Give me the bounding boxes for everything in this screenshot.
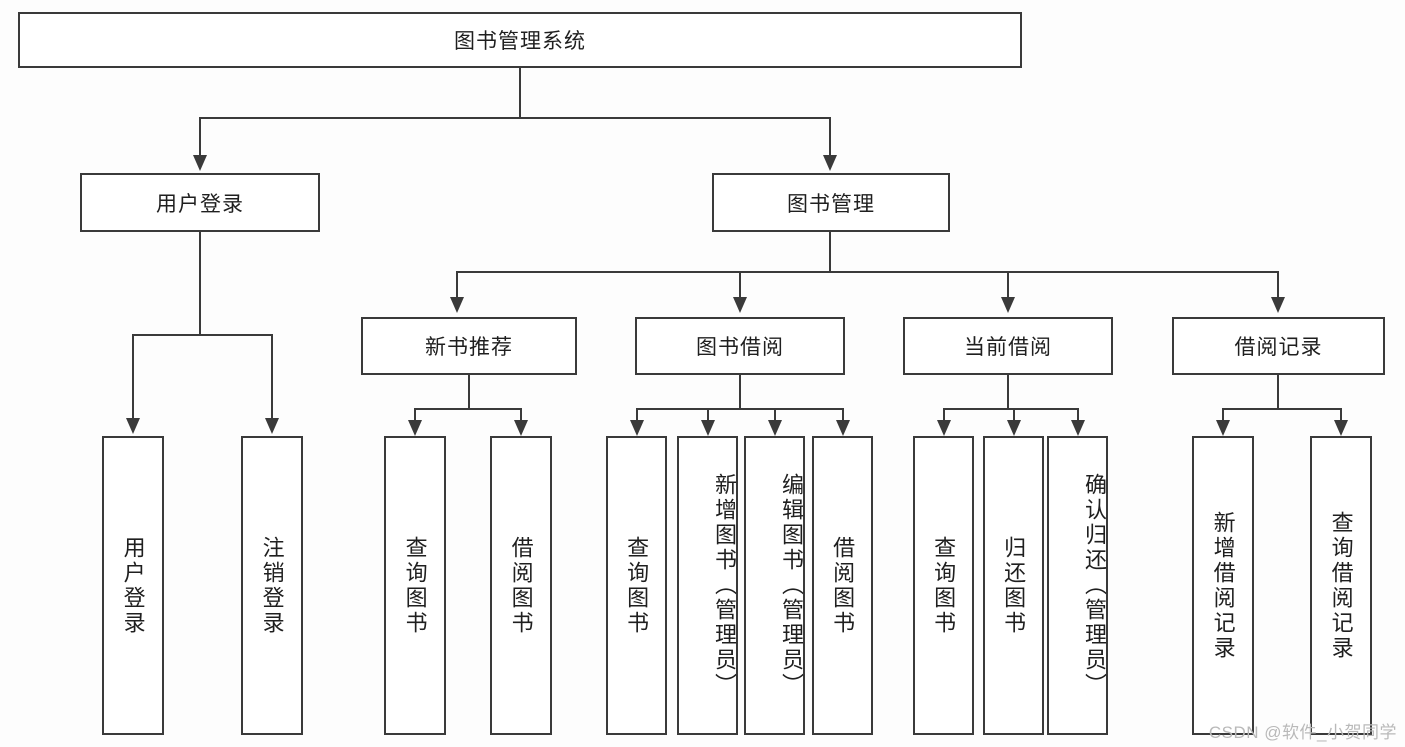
arrow-new-book-to-leaf-2: [514, 420, 528, 436]
arrow-root-to-user-login: [193, 155, 207, 171]
connector-new-book-to-leaf-2: [520, 408, 522, 422]
connector-user-login-to-leaf-2: [271, 334, 273, 420]
arrow-current-borrow-to-leaf-2: [1007, 420, 1021, 436]
connector-new-book-bus: [415, 408, 522, 410]
node-root-book-management-system[interactable]: 图书管理系统: [18, 12, 1022, 68]
connector-book-borrow-to-leaf-2: [707, 408, 709, 422]
leaf-current-borrow-confirm-return-admin[interactable]: 确认归还（管理员）: [1047, 436, 1108, 735]
connector-book-management-stem: [829, 232, 831, 272]
connector-root-to-book-management: [829, 117, 831, 157]
connector-book-borrow-to-leaf-3: [774, 408, 776, 422]
connector-current-borrow-stem: [1007, 375, 1009, 409]
arrow-book-borrow-to-leaf-4: [836, 420, 850, 436]
connector-user-login-stem: [199, 232, 201, 335]
connector-book-borrow-stem: [739, 375, 741, 409]
leaf-book-borrow-query-book[interactable]: 查询图书: [606, 436, 667, 735]
connector-borrow-record-stem: [1277, 375, 1279, 409]
leaf-user-login-logout[interactable]: 注销登录: [241, 436, 303, 735]
node-new-book-recommend[interactable]: 新书推荐: [361, 317, 577, 375]
leaf-new-book-borrow-book[interactable]: 借阅图书: [490, 436, 552, 735]
node-borrow-record[interactable]: 借阅记录: [1172, 317, 1385, 375]
connector-current-borrow-bus: [944, 408, 1078, 410]
arrow-user-login-to-leaf-2: [265, 418, 279, 434]
connector-borrow-record-bus: [1223, 408, 1341, 410]
leaf-book-borrow-borrow-book[interactable]: 借阅图书: [812, 436, 873, 735]
leaf-borrow-record-query-record[interactable]: 查询借阅记录: [1310, 436, 1372, 735]
arrow-book-borrow-to-leaf-1: [630, 420, 644, 436]
arrow-bm-to-book-borrow: [733, 297, 747, 313]
node-user-login[interactable]: 用户登录: [80, 173, 320, 232]
connector-book-borrow-to-leaf-4: [842, 408, 844, 422]
arrow-current-borrow-to-leaf-1: [937, 420, 951, 436]
connector-new-book-to-leaf-1: [414, 408, 416, 422]
connector-book-management-bus: [457, 271, 1279, 273]
connector-bm-to-current-borrow: [1007, 271, 1009, 299]
connector-bm-to-borrow-record: [1277, 271, 1279, 299]
arrow-borrow-record-to-leaf-2: [1334, 420, 1348, 436]
csdn-watermark: CSDN @软件_小贺同学: [1208, 723, 1397, 742]
leaf-current-borrow-query-book[interactable]: 查询图书: [913, 436, 974, 735]
arrow-bm-to-current-borrow: [1001, 297, 1015, 313]
leaf-borrow-record-add-record[interactable]: 新增借阅记录: [1192, 436, 1254, 735]
arrow-user-login-to-leaf-1: [126, 418, 140, 434]
arrow-current-borrow-to-leaf-3: [1071, 420, 1085, 436]
connector-book-borrow-to-leaf-1: [636, 408, 638, 422]
connector-book-borrow-bus: [637, 408, 844, 410]
connector-current-borrow-to-leaf-3: [1077, 408, 1079, 422]
connector-bm-to-new-book: [456, 271, 458, 299]
connector-user-login-to-leaf-1: [132, 334, 134, 420]
connector-root-stem: [519, 68, 521, 118]
node-book-management[interactable]: 图书管理: [712, 173, 950, 232]
leaf-book-borrow-add-book-admin[interactable]: 新增图书（管理员）: [677, 436, 738, 735]
connector-root-bus: [200, 117, 831, 119]
leaf-user-login-login[interactable]: 用户登录: [102, 436, 164, 735]
node-book-borrow[interactable]: 图书借阅: [635, 317, 845, 375]
connector-bm-to-book-borrow: [739, 271, 741, 299]
connector-root-to-user-login: [199, 117, 201, 157]
arrow-new-book-to-leaf-1: [408, 420, 422, 436]
arrow-bm-to-borrow-record: [1271, 297, 1285, 313]
leaf-current-borrow-return-book[interactable]: 归还图书: [983, 436, 1044, 735]
arrow-book-borrow-to-leaf-2: [701, 420, 715, 436]
leaf-new-book-query-book[interactable]: 查询图书: [384, 436, 446, 735]
arrow-root-to-book-management: [823, 155, 837, 171]
connector-current-borrow-to-leaf-2: [1013, 408, 1015, 422]
node-current-borrow[interactable]: 当前借阅: [903, 317, 1113, 375]
arrow-book-borrow-to-leaf-3: [768, 420, 782, 436]
connector-current-borrow-to-leaf-1: [943, 408, 945, 422]
connector-new-book-stem: [468, 375, 470, 409]
connector-borrow-record-to-leaf-1: [1222, 408, 1224, 422]
connector-borrow-record-to-leaf-2: [1340, 408, 1342, 422]
arrow-bm-to-new-book: [450, 297, 464, 313]
leaf-book-borrow-edit-book-admin[interactable]: 编辑图书（管理员）: [744, 436, 805, 735]
connector-user-login-bus: [133, 334, 273, 336]
arrow-borrow-record-to-leaf-1: [1216, 420, 1230, 436]
